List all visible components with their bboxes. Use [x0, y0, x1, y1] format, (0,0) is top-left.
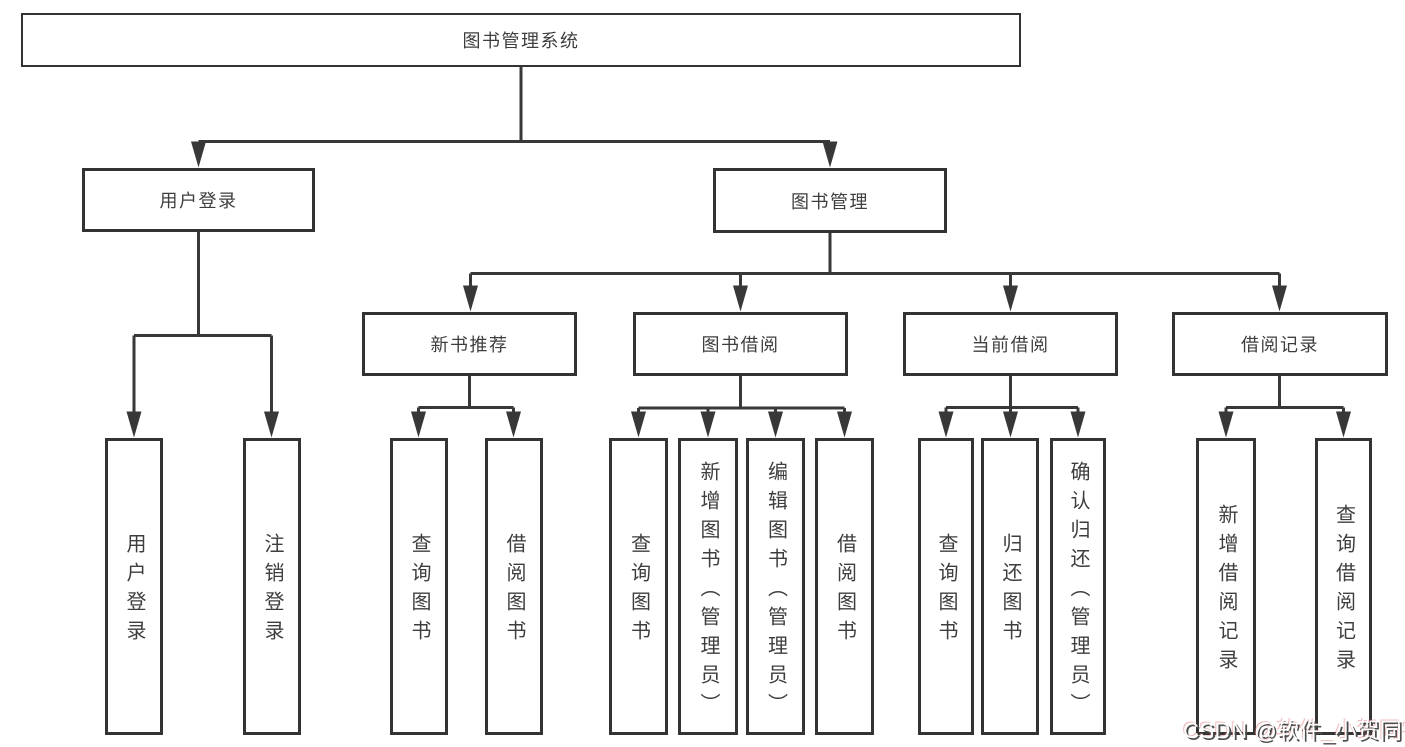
leaf-label: 查询图书 — [408, 533, 430, 649]
arrowhead-icon — [191, 141, 206, 168]
arrowhead-icon — [1336, 411, 1351, 438]
node-book-management: 图书管理 — [713, 168, 947, 233]
connector-book-management — [469, 233, 1281, 290]
arrowhead-icon — [631, 411, 646, 438]
node-library-management-system: 图书管理系统 — [21, 13, 1021, 67]
leaf-return-books: 归还图书 — [981, 438, 1039, 735]
arrowhead-icon — [938, 411, 954, 438]
leaf-label: 确认归还（管理员） — [1067, 460, 1089, 722]
node-label: 图书管理 — [791, 191, 869, 212]
arrowhead-icon — [768, 411, 783, 438]
leaf-query-books-current: 查询图书 — [918, 438, 974, 735]
leaf-label: 查询图书 — [935, 533, 957, 649]
leaf-query-books-recommend: 查询图书 — [390, 438, 448, 735]
leaf-edit-books-admin: 编辑图书（管理员） — [746, 438, 805, 735]
csdn-watermark: CSDN @软件_小贺同学 — [1183, 718, 1405, 743]
arrowheads — [126, 141, 1351, 438]
leaf-label: 用户登录 — [123, 533, 145, 649]
node-borrowing-records: 借阅记录 — [1172, 312, 1388, 376]
connector-user-login — [132, 232, 273, 416]
arrowhead-icon — [506, 411, 521, 438]
arrowhead-icon — [1003, 411, 1018, 438]
arrowhead-icon — [411, 411, 426, 438]
arrowhead-icon — [1272, 285, 1287, 312]
arrowhead-icon — [1218, 411, 1234, 438]
arrowhead-icon — [1070, 411, 1086, 438]
node-label: 借阅记录 — [1241, 335, 1319, 355]
node-label: 用户登录 — [159, 191, 238, 211]
arrowhead-icon — [733, 285, 748, 312]
arrowhead-icon — [126, 411, 142, 438]
arrowhead-icon — [700, 411, 716, 438]
leaf-borrow-books-recommend: 借阅图书 — [485, 438, 543, 735]
connector-root — [197, 67, 832, 150]
leaf-query-books-borrow: 查询图书 — [609, 438, 668, 735]
node-user-login: 用户登录 — [82, 168, 315, 232]
connector-current-borrowing — [944, 376, 1080, 416]
leaf-logout: 注销登录 — [243, 438, 301, 735]
node-label: 当前借阅 — [971, 335, 1050, 355]
arrowhead-icon — [463, 285, 478, 312]
connector-new-book-recommendation — [417, 376, 515, 416]
leaf-label: 归还图书 — [999, 533, 1021, 649]
node-current-borrowing: 当前借阅 — [903, 312, 1118, 376]
leaf-confirm-return-admin: 确认归还（管理员） — [1050, 438, 1106, 735]
leaf-label: 编辑图书（管理员） — [764, 460, 787, 722]
leaf-add-books-admin: 新增图书（管理员） — [678, 438, 738, 735]
node-label: 新书推荐 — [430, 335, 509, 355]
leaf-label: 借阅图书 — [503, 533, 525, 649]
leaf-label: 查询借阅记录 — [1332, 504, 1355, 678]
node-book-borrowing: 图书借阅 — [633, 312, 848, 376]
leaf-label: 借阅图书 — [833, 533, 856, 649]
leaf-user-login: 用户登录 — [105, 438, 163, 735]
arrowhead-icon — [837, 411, 852, 438]
connector-borrowing-records — [1224, 375, 1345, 416]
leaf-label: 新增借阅记录 — [1215, 504, 1237, 678]
leaf-query-borrow-record: 查询借阅记录 — [1315, 438, 1372, 735]
connector-book-borrowing — [637, 376, 846, 416]
node-new-book-recommendation: 新书推荐 — [362, 312, 577, 376]
leaf-label: 新增图书（管理员） — [697, 460, 719, 722]
leaf-label: 查询图书 — [627, 533, 650, 649]
arrowhead-icon — [1003, 285, 1018, 312]
leaf-borrow-books: 借阅图书 — [815, 438, 874, 735]
leaf-label: 注销登录 — [261, 533, 283, 649]
arrowhead-icon — [264, 411, 279, 438]
arrowhead-icon — [822, 141, 838, 168]
leaf-add-borrow-record: 新增借阅记录 — [1196, 438, 1256, 735]
node-label: 图书管理系统 — [462, 31, 580, 51]
node-label: 图书借阅 — [701, 335, 780, 355]
